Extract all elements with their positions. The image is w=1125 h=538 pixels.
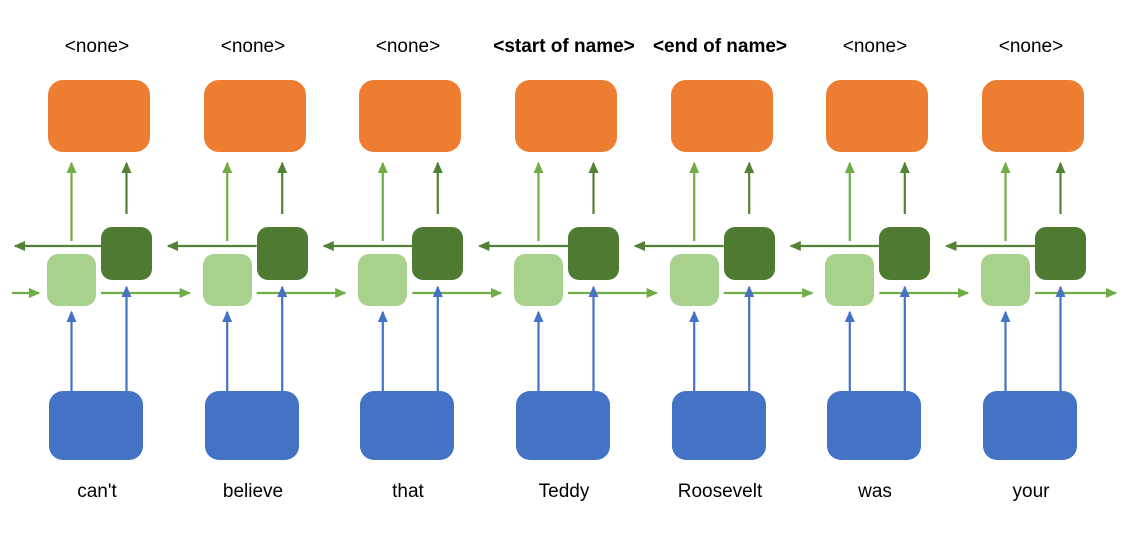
forward-rnn-cell xyxy=(358,254,407,306)
output-box xyxy=(982,80,1084,152)
forward-rnn-cell xyxy=(670,254,719,306)
rnn-timestep-column: <none> your xyxy=(953,0,1109,538)
output-tag-label: <end of name> xyxy=(652,36,788,57)
rnn-timestep-column: <none> believe xyxy=(175,0,331,538)
input-embedding-box xyxy=(205,391,299,460)
input-word-label: believe xyxy=(222,481,284,502)
input-embedding-box xyxy=(516,391,610,460)
output-box xyxy=(671,80,773,152)
input-word-label: Teddy xyxy=(538,481,590,502)
output-tag-label: <none> xyxy=(998,36,1064,57)
output-box xyxy=(48,80,150,152)
input-embedding-box xyxy=(49,391,143,460)
output-box xyxy=(359,80,461,152)
input-embedding-box xyxy=(827,391,921,460)
output-tag-label: <none> xyxy=(64,36,130,57)
backward-rnn-cell xyxy=(257,227,308,280)
output-box xyxy=(515,80,617,152)
backward-rnn-cell xyxy=(568,227,619,280)
rnn-timestep-column: <none> that xyxy=(330,0,486,538)
forward-rnn-cell xyxy=(825,254,874,306)
rnn-timestep-column: <none> can't xyxy=(19,0,175,538)
output-tag-label: <start of name> xyxy=(493,36,635,57)
input-word-label: Roosevelt xyxy=(677,481,763,502)
forward-rnn-cell xyxy=(47,254,96,306)
input-word-label: can't xyxy=(77,481,117,502)
forward-rnn-cell xyxy=(981,254,1030,306)
input-word-label: your xyxy=(1012,481,1050,502)
output-tag-label: <none> xyxy=(375,36,441,57)
forward-rnn-cell xyxy=(203,254,252,306)
rnn-timestep-column: <end of name> Roosevelt xyxy=(642,0,798,538)
input-word-label: that xyxy=(392,481,424,502)
input-embedding-box xyxy=(360,391,454,460)
output-box xyxy=(826,80,928,152)
backward-rnn-cell xyxy=(412,227,463,280)
input-embedding-box xyxy=(672,391,766,460)
backward-rnn-cell xyxy=(101,227,152,280)
input-word-label: was xyxy=(858,481,892,502)
output-tag-label: <none> xyxy=(220,36,286,57)
input-embedding-box xyxy=(983,391,1077,460)
output-tag-label: <none> xyxy=(842,36,908,57)
rnn-timestep-column: <none> was xyxy=(797,0,953,538)
forward-rnn-cell xyxy=(514,254,563,306)
backward-rnn-cell xyxy=(724,227,775,280)
backward-rnn-cell xyxy=(1035,227,1086,280)
output-box xyxy=(204,80,306,152)
backward-rnn-cell xyxy=(879,227,930,280)
rnn-timestep-column: <start of name> Teddy xyxy=(486,0,642,538)
